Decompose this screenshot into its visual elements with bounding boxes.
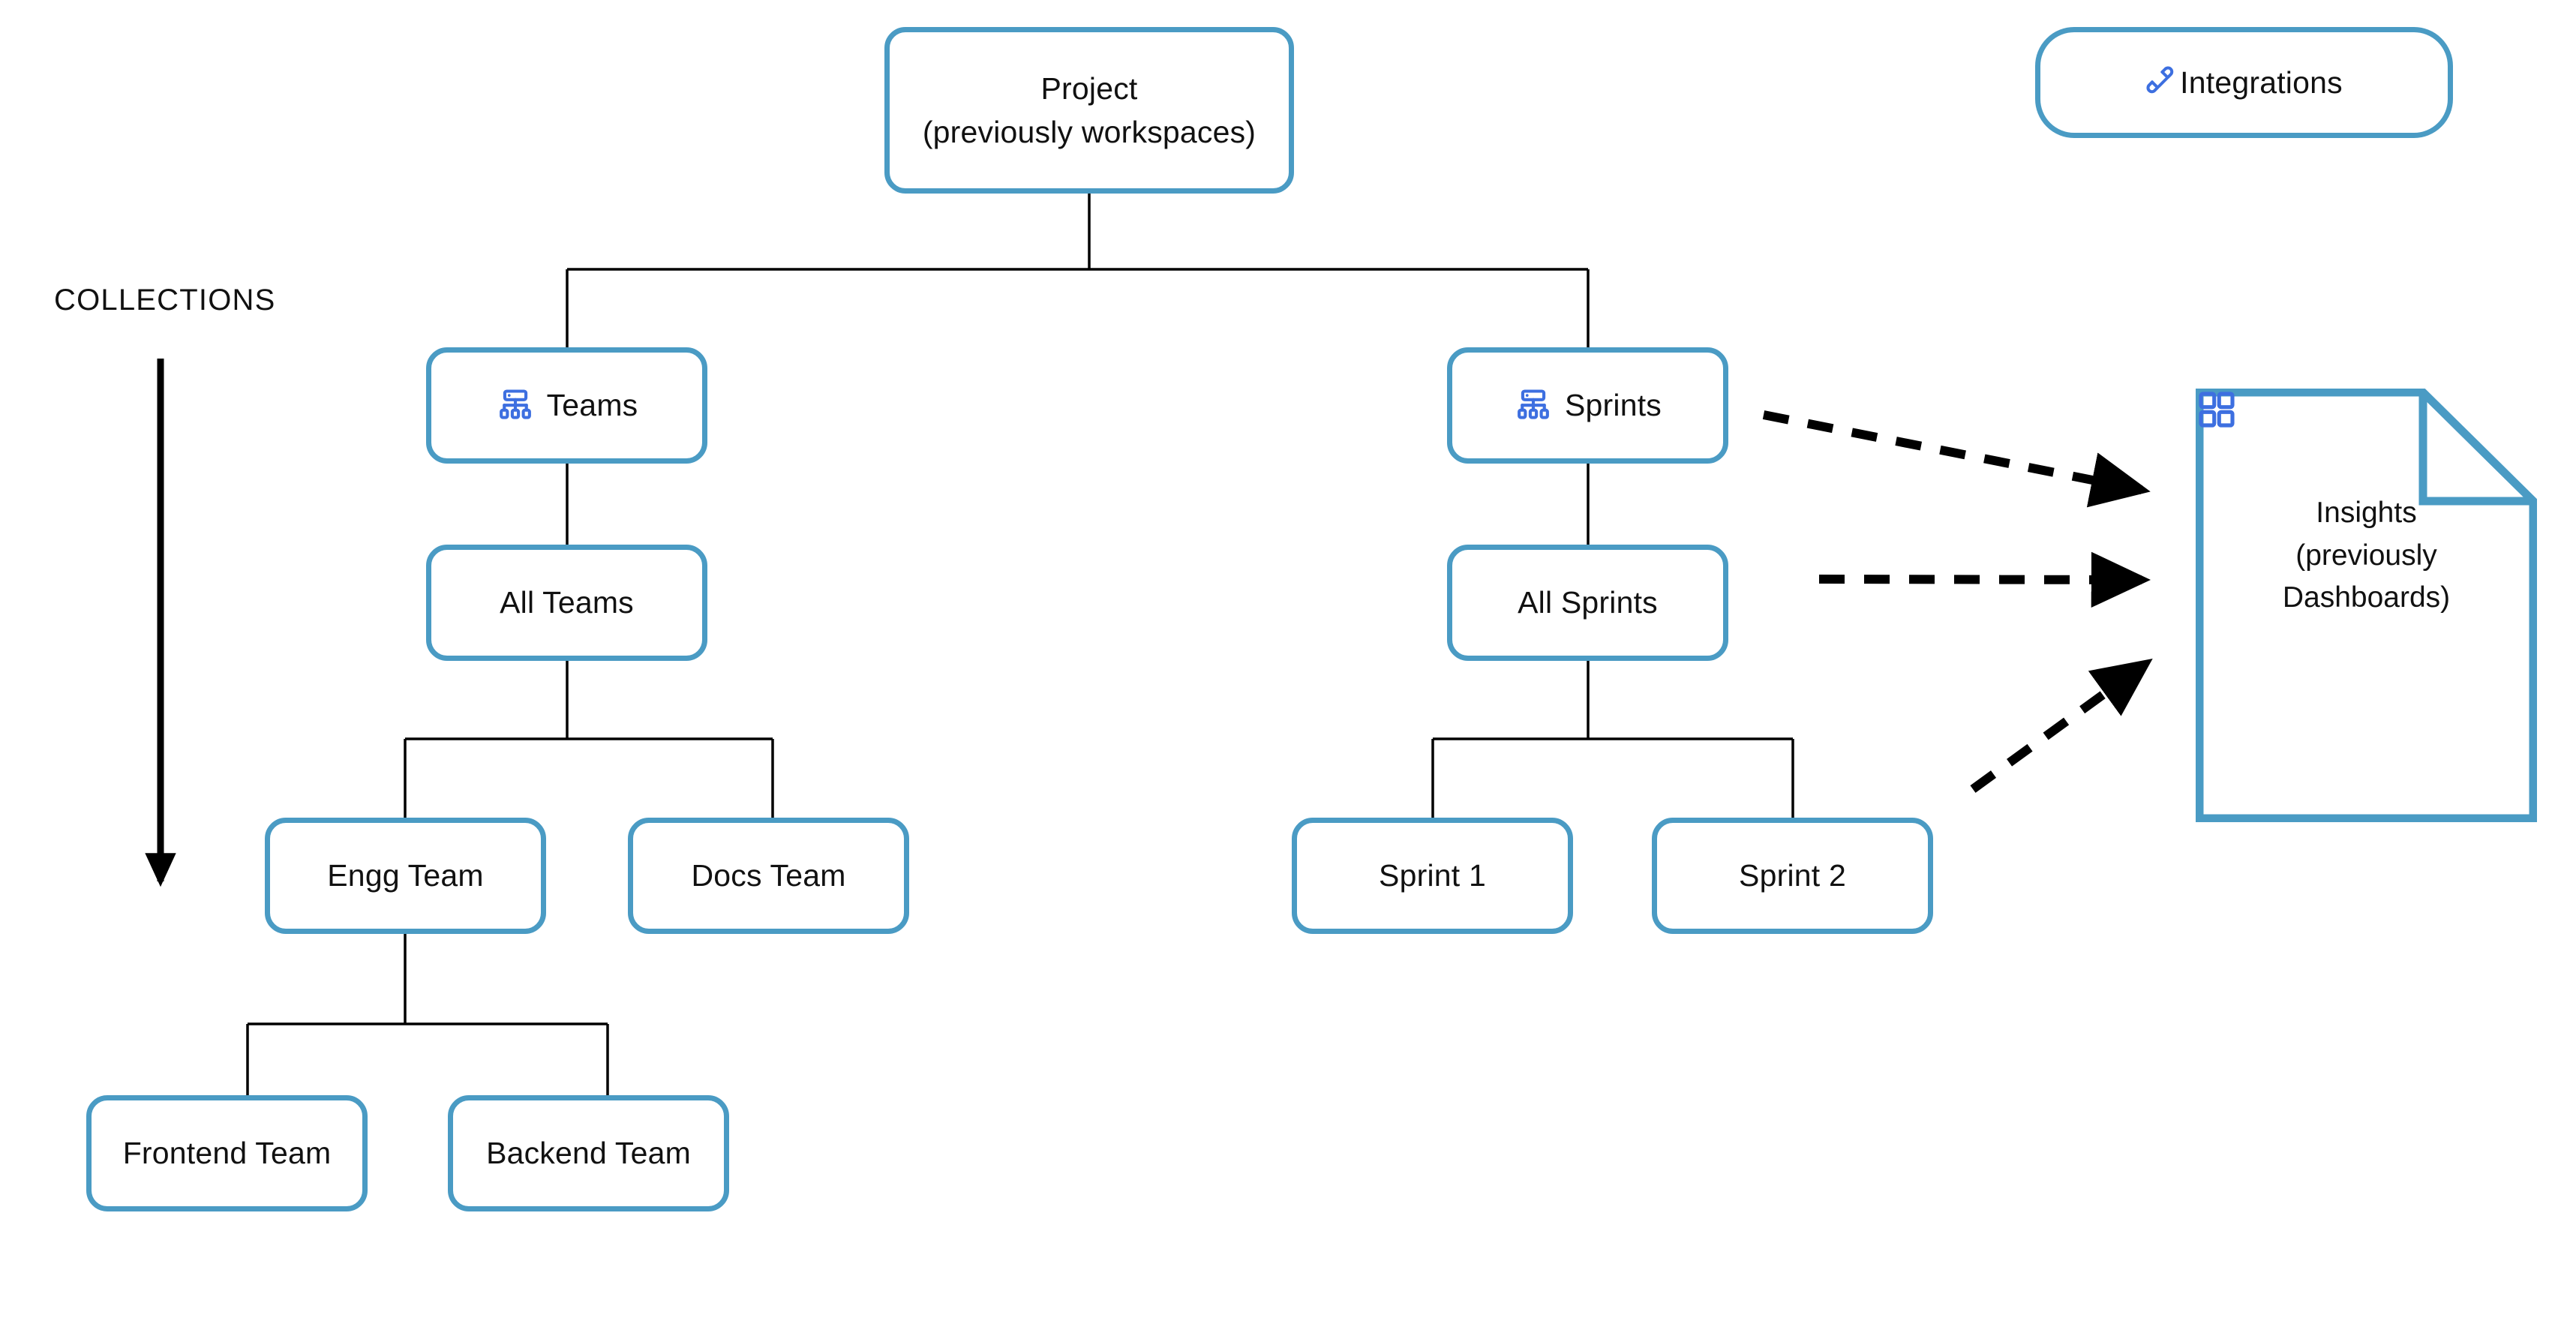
node-integrations-label: Integrations xyxy=(2180,65,2343,100)
node-sprint-1[interactable]: Sprint 1 xyxy=(1292,818,1573,934)
node-all-teams[interactable]: All Teams xyxy=(426,545,707,661)
node-all-sprints-label: All Sprints xyxy=(1518,585,1658,620)
node-teams[interactable]: Teams xyxy=(426,347,707,464)
node-frontend-team[interactable]: Frontend Team xyxy=(86,1095,368,1211)
node-backend-team-label: Backend Team xyxy=(486,1136,691,1171)
node-teams-label: Teams xyxy=(546,388,638,423)
hierarchy-icon xyxy=(496,386,535,425)
node-sprints[interactable]: Sprints xyxy=(1447,347,1728,464)
node-engg-team-label: Engg Team xyxy=(327,858,484,893)
node-all-sprints[interactable]: All Sprints xyxy=(1447,545,1728,661)
document-folded-corner-shape xyxy=(2196,389,2537,822)
node-sprint-2[interactable]: Sprint 2 xyxy=(1652,818,1933,934)
hierarchy-icon xyxy=(1514,386,1553,425)
node-sprint-1-label: Sprint 1 xyxy=(1379,858,1486,893)
node-sprints-label: Sprints xyxy=(1564,388,1662,423)
node-project-label: Project (previously workspaces) xyxy=(922,71,1256,149)
node-all-teams-label: All Teams xyxy=(500,585,634,620)
node-backend-team[interactable]: Backend Team xyxy=(448,1095,729,1211)
node-insights[interactable]: Insights (previously Dashboards) xyxy=(2196,389,2537,822)
collections-caption: COLLECTIONS xyxy=(54,284,276,317)
node-engg-team[interactable]: Engg Team xyxy=(265,818,546,934)
node-docs-team[interactable]: Docs Team xyxy=(628,818,909,934)
node-sprint-2-label: Sprint 2 xyxy=(1739,858,1846,893)
node-docs-team-label: Docs Team xyxy=(691,858,846,893)
node-integrations[interactable]: Integrations xyxy=(2035,27,2453,138)
node-insights-label: Insights (previously Dashboards) xyxy=(2282,497,2451,614)
plug-connector-icon xyxy=(2145,65,2180,100)
node-frontend-team-label: Frontend Team xyxy=(122,1136,332,1171)
node-project[interactable]: Project (previously workspaces) xyxy=(884,27,1294,194)
